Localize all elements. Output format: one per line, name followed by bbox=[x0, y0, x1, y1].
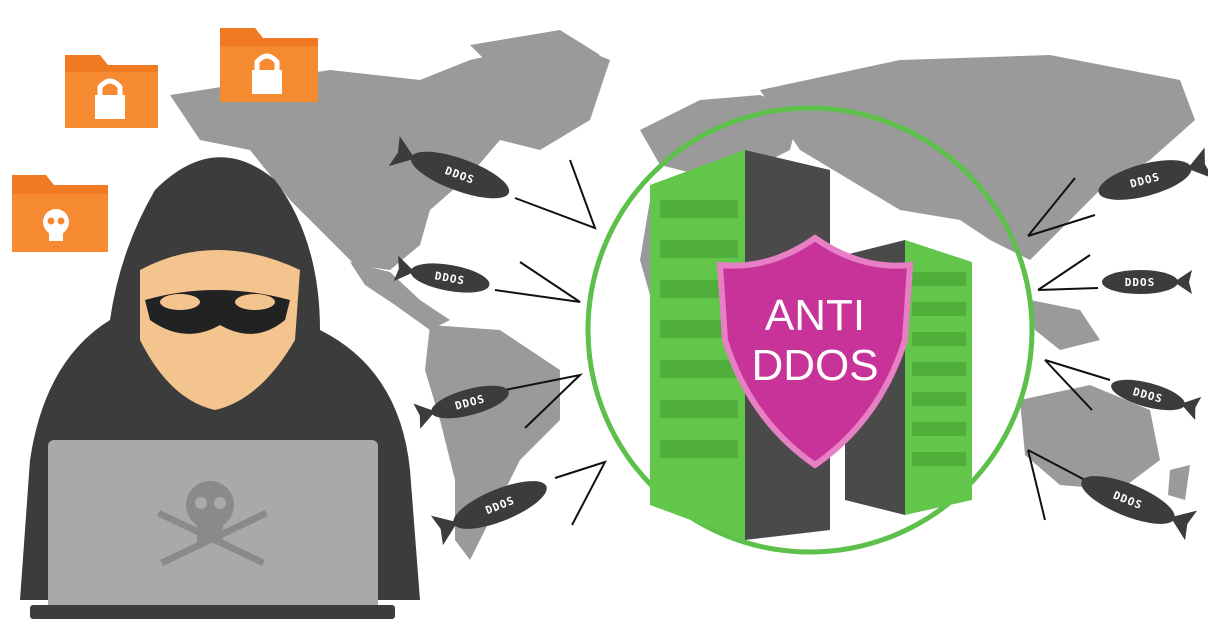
bomb-7: DDOS bbox=[1111, 379, 1202, 421]
bomb-label: DDOS bbox=[434, 269, 466, 287]
lock-folder-icon bbox=[65, 55, 158, 128]
bomb-6: DDOS bbox=[1102, 270, 1192, 294]
bomb-4: DDOS bbox=[430, 481, 547, 546]
bomb-label: DDOS bbox=[1125, 276, 1156, 289]
bomb-1: DDOS bbox=[388, 136, 510, 199]
bomb-3: DDOS bbox=[413, 385, 509, 429]
anti-ddos-shield: ANTI DDOS bbox=[716, 234, 914, 469]
lock-folder-icon bbox=[220, 28, 318, 102]
bomb-2: DDOS bbox=[393, 255, 490, 293]
shield-label-line1: ANTI bbox=[765, 291, 865, 340]
deflection-arrows bbox=[494, 159, 1111, 526]
shield-label-line2: DDOS bbox=[751, 341, 878, 390]
bomb-8: DDOS bbox=[1081, 476, 1198, 541]
protection-ring bbox=[585, 105, 1035, 555]
skull-folder-icon bbox=[12, 175, 108, 252]
bomb-5: DDOS bbox=[1098, 147, 1208, 200]
skull-crossbones-icon bbox=[157, 481, 268, 566]
